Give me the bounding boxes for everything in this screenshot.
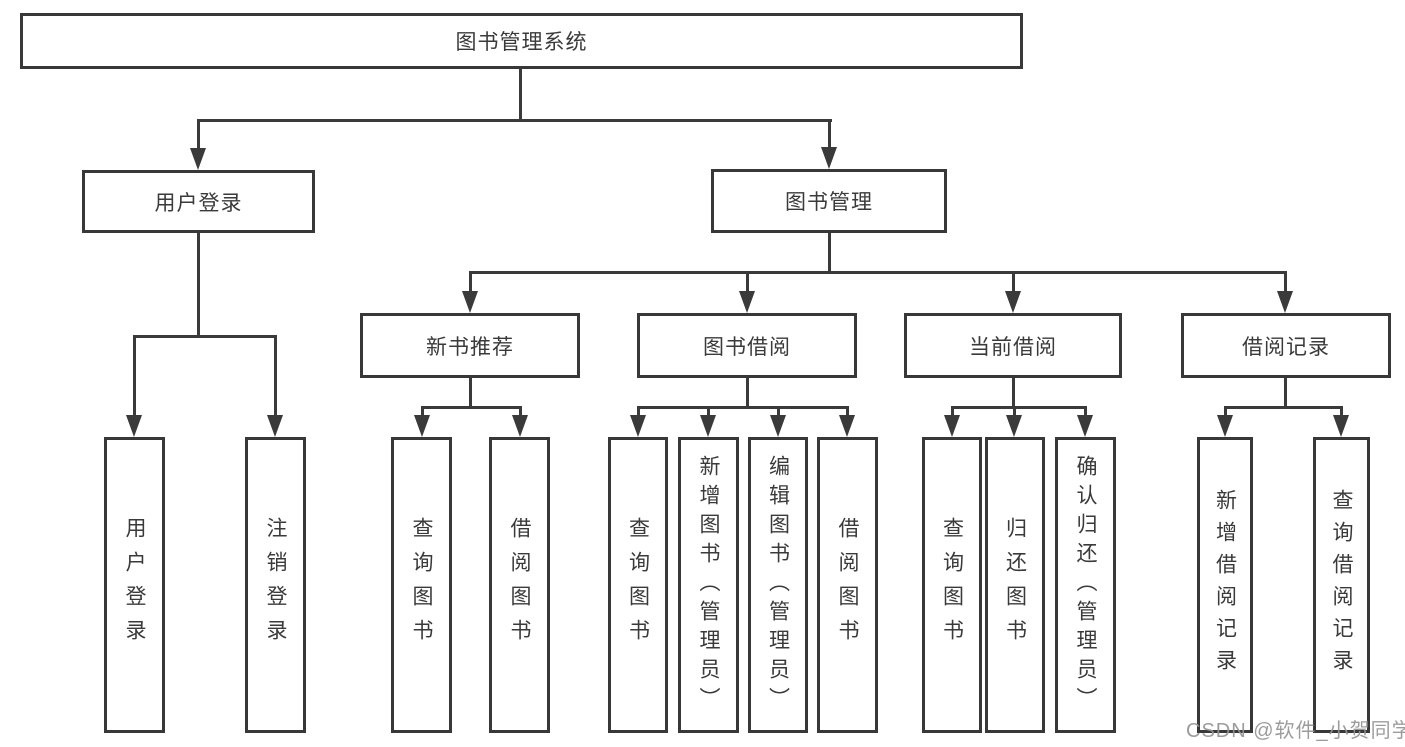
connector-line: [519, 406, 522, 415]
connector-line: [274, 335, 277, 415]
connector-line: [421, 406, 424, 415]
arrowhead-icon: [739, 291, 755, 313]
node-borrowing-records: 借阅记录: [1181, 313, 1391, 378]
connector-line: [1340, 406, 1343, 415]
connector-line: [1224, 406, 1343, 409]
connector-line: [637, 406, 849, 409]
arrowhead-icon: [1006, 415, 1022, 437]
leaf-edit-books-admin: 编辑图书（管理员）: [748, 437, 808, 733]
node-label: 查询图书: [410, 517, 433, 653]
node-label: 确认归还（管理员）: [1074, 454, 1097, 716]
connector-line: [133, 335, 136, 415]
arrowhead-icon: [267, 415, 283, 437]
leaf-logout: 注销登录: [245, 437, 306, 733]
node-label: 查询图书: [940, 517, 964, 653]
leaf-query-books-borrow: 查询图书: [608, 437, 668, 733]
node-label: 编辑图书（管理员）: [766, 454, 790, 716]
connector-line: [469, 378, 472, 406]
connector-line: [707, 406, 710, 415]
connector-line: [951, 406, 1087, 409]
leaf-query-books-current: 查询图书: [922, 437, 982, 733]
node-new-book-recommendation: 新书推荐: [360, 313, 580, 378]
arrowhead-icon: [630, 415, 646, 437]
connector-line: [1012, 271, 1015, 291]
connector-line: [1284, 271, 1287, 291]
arrowhead-icon: [414, 415, 430, 437]
connector-line: [1013, 406, 1016, 415]
node-label: 新增借阅记录: [1213, 489, 1237, 681]
leaf-user-login: 用户登录: [104, 437, 165, 733]
arrowhead-icon: [944, 415, 960, 437]
node-label: 图书借阅: [703, 335, 791, 359]
connector-line: [469, 271, 472, 291]
node-book-management: 图书管理: [711, 169, 947, 233]
arrowhead-icon: [839, 415, 855, 437]
leaf-query-books-recommend: 查询图书: [391, 437, 452, 733]
arrowhead-icon: [1077, 415, 1093, 437]
arrowhead-icon: [190, 148, 206, 170]
arrowhead-icon: [1217, 415, 1233, 437]
connector-line: [133, 335, 277, 338]
connector-line: [1284, 378, 1287, 406]
arrowhead-icon: [821, 147, 837, 169]
node-label: 新增图书（管理员）: [697, 454, 720, 716]
node-label: 查询借阅记录: [1330, 489, 1353, 681]
node-label: 注销登录: [264, 517, 287, 653]
node-current-borrowing: 当前借阅: [904, 313, 1122, 378]
connector-line: [637, 406, 640, 415]
node-label: 借阅图书: [508, 517, 531, 653]
node-label: 图书管理系统: [455, 31, 588, 54]
connector-line: [197, 233, 200, 335]
connector-line: [828, 233, 831, 271]
node-label: 当前借阅: [969, 335, 1057, 359]
leaf-borrow-books-recommend: 借阅图书: [489, 437, 550, 733]
connector-line: [777, 406, 780, 415]
node-label: 借阅记录: [1242, 335, 1330, 359]
arrowhead-icon: [1005, 291, 1021, 313]
connector-line: [828, 119, 831, 149]
connector-line: [951, 406, 954, 415]
connector-line: [1224, 406, 1227, 415]
arrowhead-icon: [1277, 291, 1293, 313]
connector-line: [746, 271, 749, 291]
leaf-return-books: 归还图书: [985, 437, 1045, 733]
connector-line: [421, 406, 522, 409]
node-book-borrowing: 图书借阅: [637, 313, 857, 378]
node-user-login: 用户登录: [82, 170, 315, 233]
leaf-borrow-books: 借阅图书: [817, 437, 878, 733]
connector-line: [469, 271, 1287, 274]
node-label: 归还图书: [1003, 517, 1027, 653]
node-label: 用户登录: [154, 191, 243, 215]
leaf-query-borrow-record: 查询借阅记录: [1313, 437, 1370, 733]
arrowhead-icon: [700, 415, 716, 437]
node-library-management-system: 图书管理系统: [20, 13, 1023, 69]
arrowhead-icon: [1333, 415, 1349, 437]
connector-line: [197, 119, 200, 150]
leaf-confirm-return-admin: 确认归还（管理员）: [1055, 437, 1116, 733]
node-label: 新书推荐: [426, 335, 514, 359]
connector-line: [519, 69, 522, 119]
connector-line: [1084, 406, 1087, 415]
connector-line: [1012, 378, 1015, 406]
node-label: 用户登录: [123, 517, 146, 653]
arrowhead-icon: [770, 415, 786, 437]
node-label: 借阅图书: [836, 517, 859, 653]
leaf-add-borrow-record: 新增借阅记录: [1197, 437, 1253, 733]
node-label: 查询图书: [626, 517, 650, 653]
arrowhead-icon: [126, 415, 142, 437]
connector-line: [746, 378, 749, 406]
node-label: 图书管理: [785, 191, 873, 214]
csdn-watermark: CSDN @软件_小贺同学: [1186, 720, 1405, 742]
connector-line: [846, 406, 849, 415]
arrowhead-icon: [462, 291, 478, 313]
arrowhead-icon: [512, 415, 528, 437]
connector-line: [197, 119, 832, 122]
leaf-add-books-admin: 新增图书（管理员）: [678, 437, 739, 733]
